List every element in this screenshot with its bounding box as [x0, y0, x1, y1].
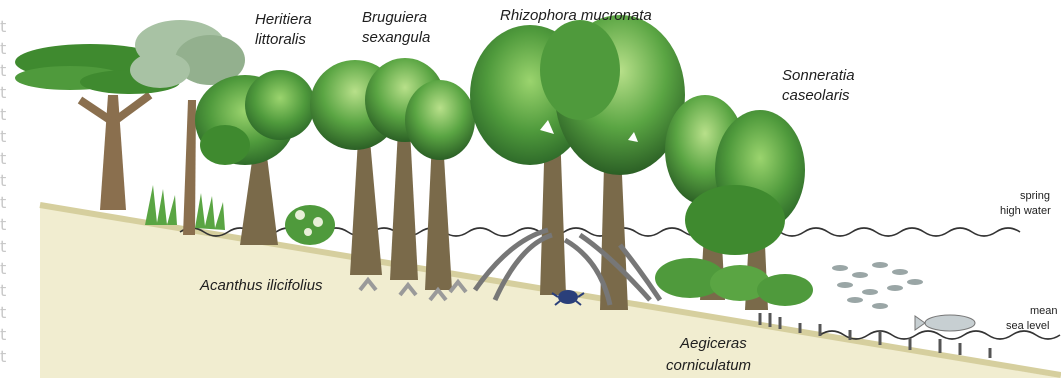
label-aegiceras-2: corniculatum	[666, 357, 751, 374]
label-mean-sea-level-1: mean	[1030, 305, 1058, 317]
label-rhizophora: Rhizophora mucronata	[500, 7, 652, 24]
label-bruguiera-2: sexangula	[362, 29, 430, 46]
label-aegiceras-1: Aegiceras	[679, 335, 747, 352]
label-spring-high-water-2: high water	[1000, 205, 1051, 217]
large-fish	[915, 315, 975, 331]
rhizophora-trees	[470, 15, 685, 310]
label-heritiera-1: Heritiera	[255, 11, 312, 28]
label-sonneratia-2: caseolaris	[782, 87, 850, 104]
acanthus-shrub	[285, 205, 335, 245]
label-heritiera-2: littoralis	[255, 31, 306, 48]
label-sonneratia-1: Sonneratia	[782, 67, 855, 84]
label-spring-high-water-1: spring	[1020, 190, 1050, 202]
label-mean-sea-level-2: sea level	[1006, 320, 1049, 332]
label-acanthus: Acanthus ilicifolius	[199, 277, 323, 294]
mean-sea-level-line	[820, 331, 1060, 339]
aegiceras-shrubs	[655, 258, 813, 306]
fish-school	[832, 262, 923, 309]
label-bruguiera-1: Bruguiera	[362, 9, 427, 26]
